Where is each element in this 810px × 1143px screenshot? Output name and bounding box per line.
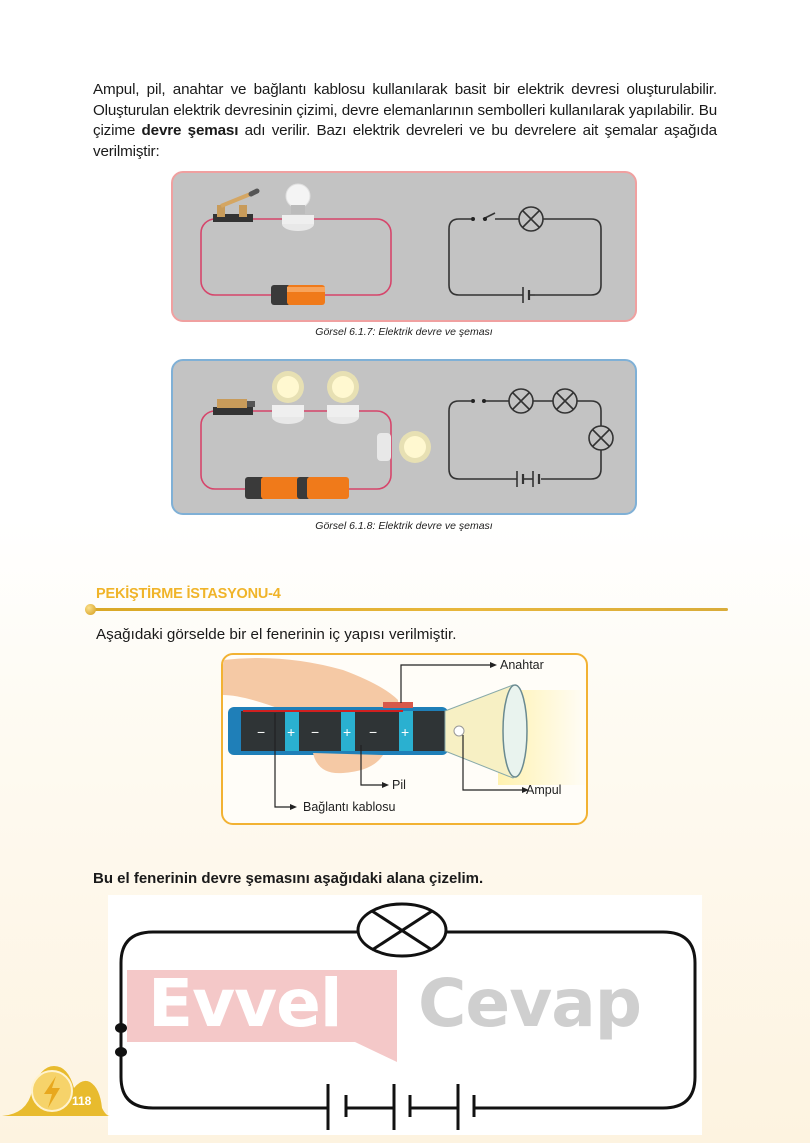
figure-caption: Görsel 6.1.8: Elektrik devre ve şeması [315,520,493,532]
wire-right [446,930,697,1110]
watermark-badge-tail [355,1042,397,1062]
battery-icon [245,477,349,499]
figure-6-1-7-illustration [200,183,602,305]
bulb-symbol [356,902,448,958]
intro-text-1: Ampul, pil, anahtar ve bağlantı kablosu … [93,81,717,140]
minus-sign: − [311,724,319,740]
battery-terminal [285,711,299,751]
light-bulb-icon [377,431,431,463]
switch-terminal-dot [471,399,475,403]
page-number: 118 [72,1094,92,1108]
figure-6-1-8-panel [171,359,637,515]
flashlight-figure: − + − + − + Anahtar Pil Ampul Bağlantı k… [221,653,588,825]
plus-sign: + [343,724,351,740]
drawing-answer-area[interactable]: Evvel Cevap [108,895,702,1135]
section-divider-knob [85,604,96,615]
switch-terminal-dot [115,1047,127,1057]
wire-top-left [119,930,358,1025]
plus-sign: + [401,724,409,740]
callout-lines [274,664,523,808]
knife-switch-icon [213,188,260,222]
battery-terminal [399,711,413,751]
page-number-badge [2,1066,110,1116]
switch-terminal-dot [483,217,487,221]
knife-switch-icon [213,399,255,415]
arrow-icons [290,662,529,810]
schematic-diagram [448,206,602,303]
label-bulb: Ampul [526,783,562,797]
watermark-badge [127,970,397,1042]
switch-terminal-dot [471,217,475,221]
light-bulb-icon [282,183,314,231]
light-bulb-icon [327,371,359,424]
watermark-text-right: Cevap [418,965,642,1042]
battery-terminal [341,711,355,751]
flashlight-illustration: − + − + − + [223,657,585,810]
section-title: PEKİŞTİRME İSTASYONU-4 [96,586,281,602]
section-divider [92,608,728,611]
switch-terminal-dot [115,1023,127,1033]
figure-caption: Görsel 6.1.7: Elektrik devre ve şeması [315,326,493,338]
battery-icon [271,285,325,305]
lightning-bolt-icon [44,1076,60,1108]
switch-button [383,702,413,708]
intro-paragraph: Ampul, pil, anahtar ve bağlantı kablosu … [93,80,717,162]
minus-sign: − [257,724,265,740]
figure-6-1-7-panel [171,171,637,322]
plus-sign: + [287,724,295,740]
schematic-diagram [448,388,614,487]
task-instruction: Bu el fenerinin devre şemasını aşağıdaki… [93,870,484,887]
hand-icon [223,657,398,710]
minus-sign: − [369,724,377,740]
wire-left-lower [119,1053,328,1110]
switch-terminal-dot [482,399,486,403]
light-bulb-icon [272,371,304,424]
answer-schematic [115,902,697,1130]
exercise-lead-text: Aşağıdaki görselde bir el fenerinin iç y… [96,626,457,643]
figure-6-1-8-illustration [200,371,614,499]
label-wire: Bağlantı kablosu [303,800,396,814]
intro-bold-term: devre şeması [141,122,239,140]
label-switch: Anahtar [500,658,544,672]
intro-text-2: adı verilir. Bazı elektrik devreleri ve … [93,122,717,160]
watermark-text-left: Evvel [148,965,343,1042]
label-battery: Pil [392,778,406,792]
bulb-icon [453,725,465,737]
